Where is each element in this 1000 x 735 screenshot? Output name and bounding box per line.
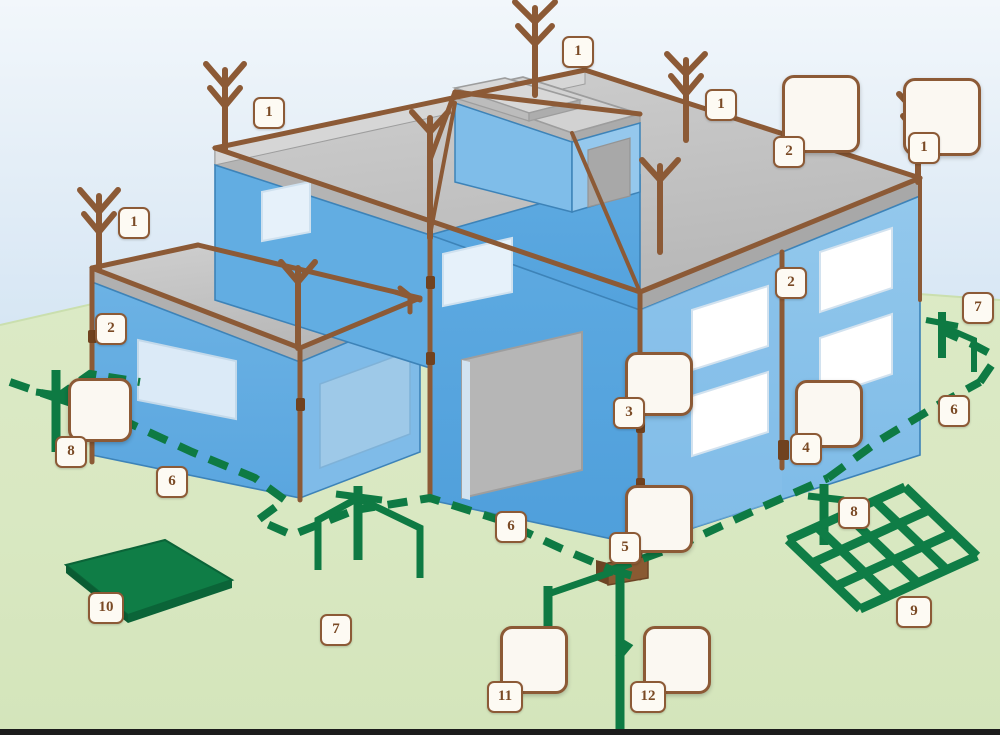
badge-down-conductor-right[interactable]: 2 [775,267,807,299]
badge-ground-rod-cluster-right[interactable]: 7 [962,292,994,324]
air-terminal-right-rear [664,51,708,143]
badge-ground-grid-mesh[interactable]: 9 [896,596,932,628]
badge-test-joint[interactable]: 5 [609,532,641,564]
air-terminal-roof-left [409,109,451,241]
badge-exothermic-cross-weld[interactable]: 11 [487,681,523,713]
badge-air-terminal-right-rear[interactable]: 1 [705,89,737,121]
ground-grid-mesh [784,482,981,614]
ground-rod-cluster-front [314,486,424,578]
air-terminal-roof-right [639,157,681,255]
ground-rod-pair-photo [71,381,132,442]
ground-rod-cluster-right [925,312,977,372]
bottom-border [0,729,1000,735]
badge-ground-rod-left[interactable]: 8 [55,436,87,468]
air-terminal-far-left [77,187,121,273]
inset-ground-rod-pair[interactable] [68,378,132,442]
badge-exothermic-rod-weld[interactable]: 12 [630,681,666,713]
air-terminal-left-upper [203,61,247,153]
badge-ground-rod-right[interactable]: 8 [838,497,870,529]
badge-conductor-clamp[interactable]: 4 [790,433,822,465]
badge-air-terminal-far-left[interactable]: 1 [118,207,150,239]
inset-air-terminal-brace[interactable] [903,78,981,156]
badge-ring-conductor-front[interactable]: 6 [495,511,527,543]
badge-air-terminal-right-corner[interactable]: 1 [908,132,940,164]
badge-ring-conductor-right[interactable]: 6 [938,395,970,427]
badge-cable-connector[interactable]: 3 [613,397,645,429]
badge-roof-conductor-inset[interactable]: 2 [773,136,805,168]
badge-air-terminal-left-upper[interactable]: 1 [253,97,285,129]
badge-ground-rod-cluster-front[interactable]: 7 [320,614,352,646]
air-terminal-penthouse [512,0,558,98]
badge-ring-conductor-left[interactable]: 6 [156,466,188,498]
air-terminal-annex-mid [278,259,318,351]
badge-air-terminal-penthouse[interactable]: 1 [562,36,594,68]
badge-ground-plate[interactable]: 10 [88,592,124,624]
badge-down-conductor-left[interactable]: 2 [95,313,127,345]
